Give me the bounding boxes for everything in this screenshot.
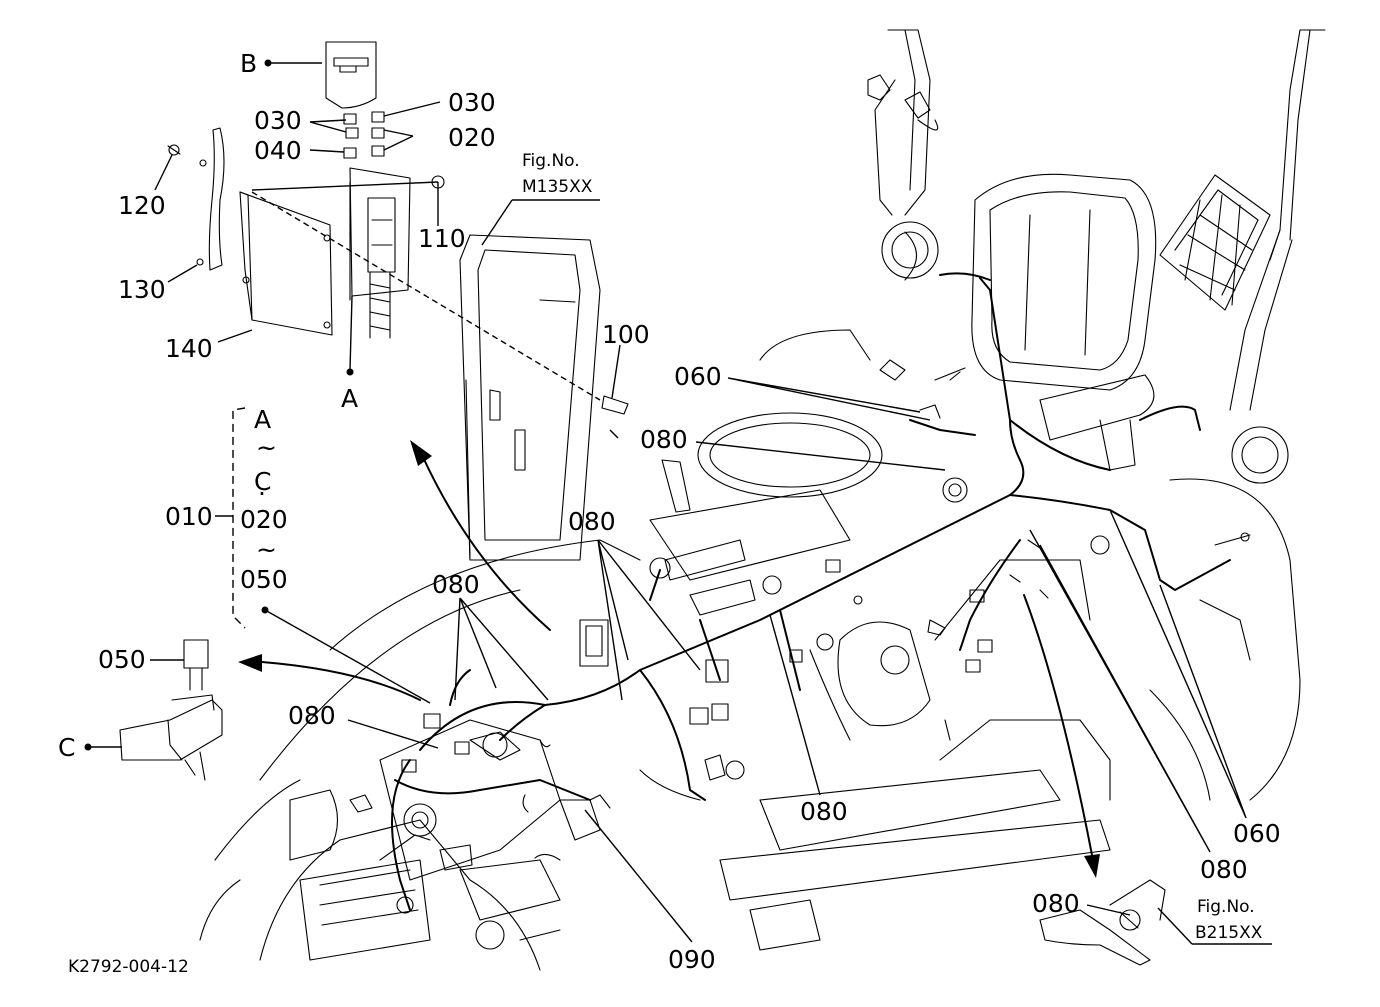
callout-140: 140	[165, 334, 213, 363]
tractor-body	[719, 478, 1301, 951]
range-tilde-1: ~	[256, 433, 277, 462]
callout-110: 110	[418, 224, 466, 253]
callout-080-b: 080	[288, 701, 336, 730]
rops-frame	[867, 29, 1326, 411]
steering-and-dash	[649, 329, 966, 616]
engine-detail	[349, 719, 726, 881]
callout-040: 040	[254, 136, 302, 165]
callout-a: A	[341, 384, 358, 413]
relay-c	[119, 639, 223, 781]
callout-120: 120	[118, 191, 166, 220]
callout-130: 130	[118, 275, 166, 304]
callout-030-left: 030	[254, 106, 302, 135]
callout-100: 100	[602, 320, 650, 349]
fuse-box-assembly	[167, 41, 445, 339]
range-tilde-2: ~	[256, 535, 277, 564]
wiring-harness	[391, 272, 1231, 911]
bracket-detail	[1039, 879, 1166, 966]
fig-ref-2-caption: Fig.No.	[1197, 897, 1255, 917]
callout-020: 020	[448, 123, 496, 152]
callout-080-a: 080	[432, 570, 480, 599]
range-dot: ·	[258, 479, 266, 508]
figure-code: K2792-004-12	[68, 957, 189, 977]
callout-080-c: 080	[568, 507, 616, 536]
callout-010: 010	[165, 502, 213, 531]
callout-050: 050	[98, 645, 146, 674]
callout-060-b: 060	[1233, 819, 1281, 848]
fig-ref-1-number: M135XX	[522, 177, 593, 197]
range-start-2: 020	[240, 505, 288, 534]
fig-ref-2-number: B215XX	[1195, 923, 1263, 943]
callout-080-e: 080	[800, 797, 848, 826]
callout-030-right: 030	[448, 88, 496, 117]
callout-c: C	[58, 733, 75, 762]
callout-060-a: 060	[674, 362, 722, 391]
callout-b: B	[240, 49, 257, 78]
work-light	[1159, 174, 1289, 484]
range-end-2: 050	[240, 565, 288, 594]
callout-leaders	[84, 59, 1272, 945]
operator-seat	[971, 173, 1157, 471]
range-end: C	[254, 467, 271, 496]
tractor-line-art	[119, 29, 1326, 971]
callout-080-f: 080	[1200, 855, 1248, 884]
side-panel	[459, 234, 601, 561]
callout-labels: B 030 030 020 040 120 130 140 A 110 Fig.…	[58, 49, 1281, 977]
fig-ref-1-caption: Fig.No.	[522, 151, 580, 171]
leader-arrows	[238, 429, 1100, 878]
callout-080-d: 080	[640, 425, 688, 454]
connectors	[401, 371, 1251, 861]
range-start: A	[254, 405, 271, 434]
callout-090: 090	[668, 945, 716, 974]
callout-080-g: 080	[1032, 889, 1080, 918]
hood-and-grille	[199, 539, 641, 971]
